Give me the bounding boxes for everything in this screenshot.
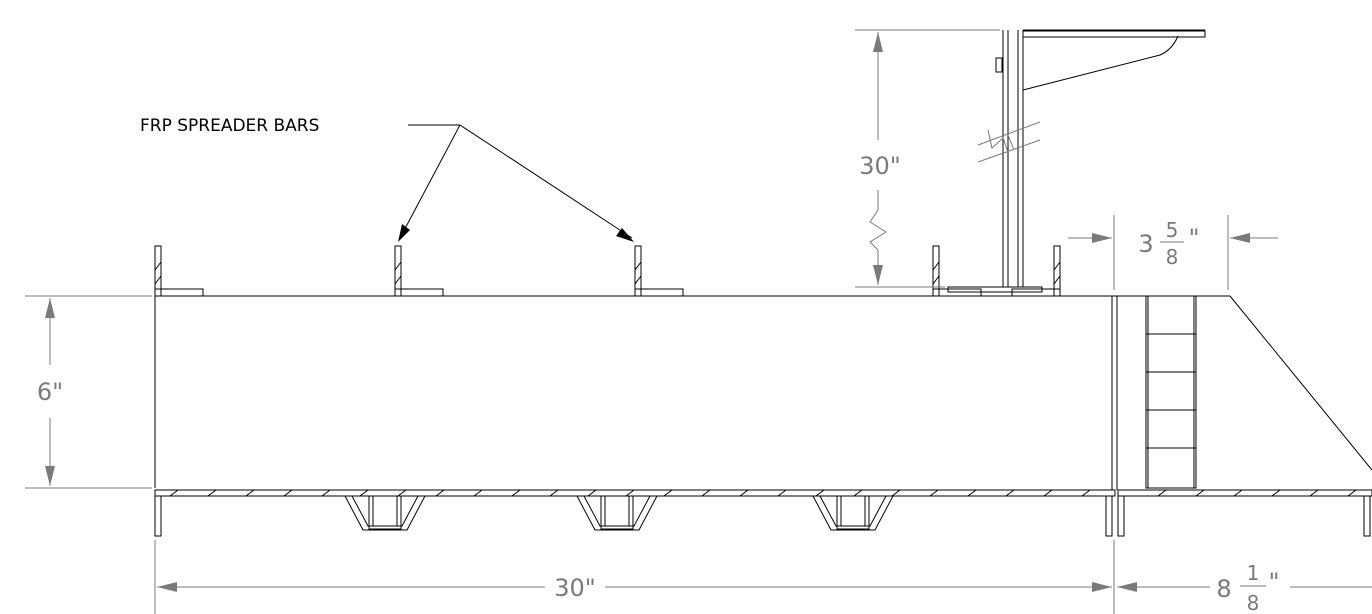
gap-width-whole: 3	[1138, 230, 1153, 258]
support-chair	[576, 495, 658, 531]
support-chair	[344, 495, 426, 531]
floor-hatch-line	[701, 489, 711, 497]
gap-width-unit: "	[1188, 224, 1199, 252]
floor-hatch-line	[1309, 489, 1319, 497]
right-offset-unit: "	[1268, 568, 1279, 596]
right-offset-denominator: 8	[1247, 591, 1260, 614]
callout-label: FRP SPREADER BARS	[140, 116, 319, 136]
dimension-gap-width: 3 5 8 "	[1068, 215, 1278, 290]
section-height-label: 6"	[37, 378, 63, 406]
floor-hatch-line	[777, 489, 787, 497]
spreader-bar-angles	[154, 245, 1061, 297]
right-offset-numerator: 1	[1247, 561, 1260, 585]
spreader-bar-angle	[394, 245, 444, 297]
floor-hatch-line	[853, 489, 863, 497]
floor-hatch-line	[1157, 489, 1167, 497]
floor-hatch-line	[1005, 489, 1015, 497]
gap-width-denominator: 8	[1166, 245, 1179, 269]
dimension-right-offset: 8 1 8 "	[1117, 561, 1372, 614]
dimension-section-height: 6"	[25, 295, 152, 489]
floor-hatch-line	[1233, 489, 1243, 497]
floor-hatch-line	[321, 489, 331, 497]
floor-hatch-line	[397, 489, 407, 497]
riser-height-label: 30"	[859, 152, 901, 180]
floor-hatch-line	[891, 489, 901, 497]
floor-hatch-line	[1347, 489, 1357, 497]
bottom-support-chairs	[344, 495, 894, 531]
floor-hatch-line	[169, 489, 179, 497]
floor-hatch-line	[283, 489, 293, 497]
floor-hatch-line	[1195, 489, 1205, 497]
support-chair	[812, 495, 894, 531]
floor-hatch-line	[1081, 489, 1091, 497]
riser-post	[947, 29, 1206, 293]
floor-hatch-line	[473, 489, 483, 497]
right-offset-whole: 8	[1216, 575, 1231, 603]
floor-hatch-line	[549, 489, 559, 497]
gap-width-numerator: 5	[1166, 218, 1179, 242]
dimension-overall-width: 30"	[154, 540, 1115, 614]
floor-hatch-line	[929, 489, 939, 497]
floor-hatch-line	[739, 489, 749, 497]
floor-hatch-line	[663, 489, 673, 497]
floor-hatch-line	[359, 489, 369, 497]
spreader-bar-angle	[1011, 245, 1061, 297]
spreader-bars-callout: FRP SPREADER BARS	[140, 116, 634, 242]
spreader-bar-angle	[932, 245, 982, 297]
spreader-bar-angle	[154, 245, 204, 297]
channel-body	[154, 295, 1372, 490]
floor-hatch-line	[1043, 489, 1053, 497]
floor-hatch-line	[245, 489, 255, 497]
bottom-floor-plate	[154, 489, 1372, 537]
floor-hatch-line	[625, 489, 635, 497]
ladder-insert	[1145, 295, 1197, 489]
floor-hatch-line	[967, 489, 977, 497]
floor-hatch-line	[587, 489, 597, 497]
floor-hatch-line	[435, 489, 445, 497]
floor-hatch-line	[207, 489, 217, 497]
floor-hatch-line	[511, 489, 521, 497]
overall-width-label: 30"	[554, 574, 596, 602]
spreader-bar-angle	[634, 245, 684, 297]
floor-hatch-line	[815, 489, 825, 497]
floor-hatch-line	[1271, 489, 1281, 497]
dimension-riser-height: 30"	[855, 29, 1000, 288]
